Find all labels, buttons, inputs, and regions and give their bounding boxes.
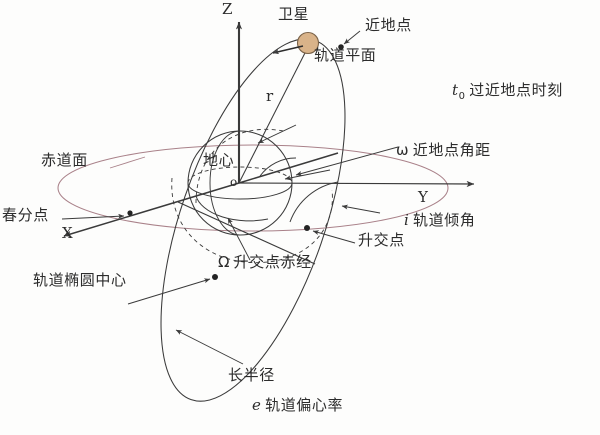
equator-plane-pointer-group — [109, 156, 146, 169]
ascending-node-leader-line — [312, 230, 356, 244]
ascending-node-group — [304, 225, 356, 244]
ascending-node-point — [304, 225, 310, 231]
element-eccentricity-text: 轨道偏心率 — [265, 396, 344, 414]
axis-y-line — [238, 180, 475, 188]
inclination-group — [289, 181, 381, 223]
line-of-nodes — [177, 201, 316, 265]
radius-vector-group — [238, 46, 309, 184]
element-time-of-perigee-text: 过近地点时刻 — [469, 81, 563, 99]
element-time-of-perigee-symbol: t — [452, 81, 459, 99]
element-time-of-perigee-subscript: 0 — [458, 91, 466, 102]
element-eccentricity: e 轨道偏心率 — [252, 396, 344, 414]
equatorial-plane-leader-line — [109, 156, 146, 169]
element-raan: Ω 升交点赤经 — [218, 253, 312, 271]
element-inclination: i 轨道倾角 — [404, 211, 476, 229]
axis-label-y: Y — [418, 188, 428, 206]
axis-label-x: X — [62, 224, 73, 242]
label-origin: o — [230, 175, 238, 189]
axis-x-line — [63, 182, 240, 237]
vernal-equinox-pointer-group — [61, 213, 125, 220]
orbit-ellipse — [160, 38, 346, 402]
element-inclination-symbol: i — [404, 211, 410, 229]
raan-angle-arc — [195, 195, 269, 222]
orbit-center-leader-line — [127, 278, 211, 305]
element-argument-of-perigee-text: 近地点角距 — [412, 141, 491, 159]
perigee-leader-line — [343, 30, 361, 45]
label-orbital-plane: 轨道平面 — [314, 46, 377, 64]
semi-major-axis-leader-line — [175, 329, 244, 365]
argument-of-perigee-group — [257, 124, 399, 181]
node-line-group — [177, 201, 316, 265]
element-inclination-text: 轨道倾角 — [413, 211, 476, 229]
inclination-angle-arc — [289, 181, 339, 223]
axis-label-z: Z — [222, 0, 233, 18]
element-argument-of-perigee: ω 近地点角距 — [396, 141, 491, 159]
vernal-equinox-node-dot — [127, 210, 133, 216]
element-eccentricity-symbol: e — [252, 396, 262, 414]
element-raan-symbol: Ω — [218, 253, 231, 271]
argument-of-perigee-leader-line — [295, 146, 399, 176]
orbit-ground-projection — [171, 177, 333, 264]
perigee-upper-pointer — [257, 124, 297, 144]
earth-meridian-arc — [209, 130, 241, 236]
label-radius-vector: r — [266, 87, 274, 105]
label-perigee: 近地点 — [365, 16, 412, 34]
satellite-velocity-arrow — [272, 45, 304, 55]
label-semi-major-axis: 长半径 — [228, 366, 275, 384]
inclination-leader-line — [341, 204, 381, 214]
vernal-equinox-direction-line — [238, 152, 339, 184]
label-vernal-equinox: 春分点 — [2, 206, 49, 224]
satellite-body — [296, 31, 320, 55]
element-time-of-perigee: t0 过近地点时刻 — [452, 81, 563, 103]
label-orbit-ellipse-center: 轨道椭圆中心 — [33, 271, 127, 289]
element-argument-of-perigee-symbol: ω — [396, 141, 410, 159]
label-satellite: 卫星 — [278, 5, 310, 23]
earth-equator-back-arc — [187, 166, 293, 184]
semi-major-axis-group — [175, 329, 244, 365]
label-equatorial-plane: 赤道面 — [41, 151, 88, 169]
element-raan-text: 升交点赤经 — [233, 253, 312, 271]
orbit-center-group — [127, 274, 218, 305]
vernal-equinox-arrow — [61, 213, 125, 220]
equatorial-plane-group — [57, 144, 449, 232]
label-earth-center: 地心 — [203, 151, 235, 169]
raan-leader-line — [227, 217, 251, 261]
argument-of-perigee-arc — [259, 157, 297, 177]
raan-group — [195, 195, 269, 261]
perigee-group — [338, 30, 361, 50]
argument-of-perigee-inner-arrow — [284, 169, 331, 181]
perigee-point — [338, 44, 344, 50]
axis-x-group — [63, 152, 339, 237]
earth-equator-front-arc — [187, 182, 293, 200]
satellite-group — [272, 31, 320, 55]
axis-y-group — [238, 180, 475, 188]
radius-vector-line — [238, 46, 309, 184]
equatorial-plane-ellipse — [57, 144, 449, 232]
orbit-upper-projection-arc — [195, 128, 284, 204]
label-ascending-node: 升交点 — [358, 231, 405, 249]
orbit-ellipse-center-point — [212, 274, 218, 280]
orbit-group — [160, 38, 346, 402]
